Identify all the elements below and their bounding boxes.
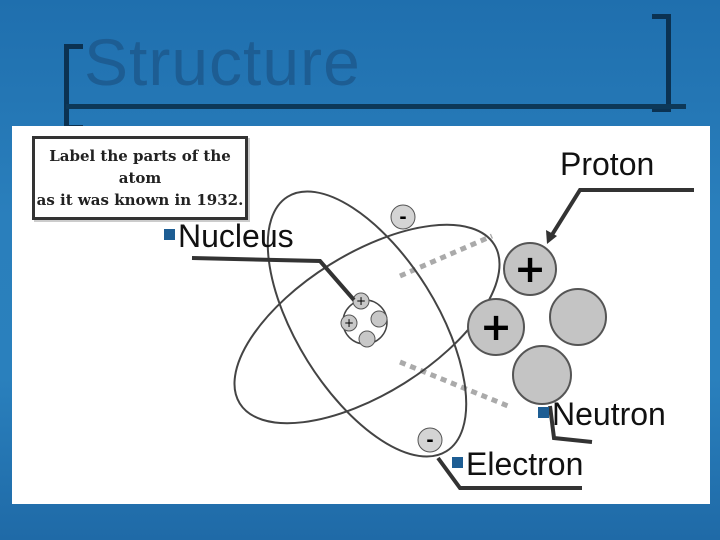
instruction-box: Label the parts of the atom as it was kn… [32,136,248,220]
nucleus-label-wrap: Nucleus [164,218,294,255]
zoom-line-bottom [399,359,509,409]
small-plus-sign: + [344,316,354,330]
nucleus-leader-line [191,256,356,302]
small-proton [340,314,358,332]
proton-leader-line [548,188,694,240]
bullet-icon [164,229,175,241]
neutron-label: Neutron [552,396,666,432]
slide-title: Structure [84,25,361,99]
proton-label: Proton [560,146,655,182]
electron-particle [390,204,416,230]
electron-orbit-1 [233,223,501,425]
small-plus-sign: + [356,294,366,308]
title-underline [66,104,686,109]
large-proton [503,242,557,296]
minus-sign: - [426,430,433,451]
small-neutron [370,310,388,328]
electron-leader-line [436,456,582,490]
plus-sign: + [514,247,546,291]
instruction-line-1: Label the parts of the atom [49,147,231,187]
large-proton [467,298,525,356]
instruction-line-2: as it was known in 1932. [36,191,244,209]
zoom-line-top [399,233,493,279]
neutron-label-wrap: Neutron [538,396,666,433]
atom-diagram-panel: + + - - + + Label the parts of the atom … [12,126,710,504]
small-neutron [358,330,376,348]
nucleus-label: Nucleus [178,218,294,254]
large-neutron [512,345,572,405]
small-proton [352,292,370,310]
neutron-leader-line [548,405,593,444]
atom-diagram: + + - - + + [191,188,694,490]
bullet-icon [538,407,549,419]
left-bracket-decoration [64,44,83,130]
minus-sign: - [399,207,406,228]
electron-orbit-2 [266,190,468,458]
electron-particle [417,427,443,453]
plus-sign: + [480,305,512,349]
bullet-icon [452,457,463,469]
large-neutron [549,288,607,346]
electron-label: Electron [466,446,584,482]
proton-arrowhead [546,230,557,244]
right-bracket-decoration [652,14,671,112]
electron-label-wrap: Electron [452,446,583,483]
